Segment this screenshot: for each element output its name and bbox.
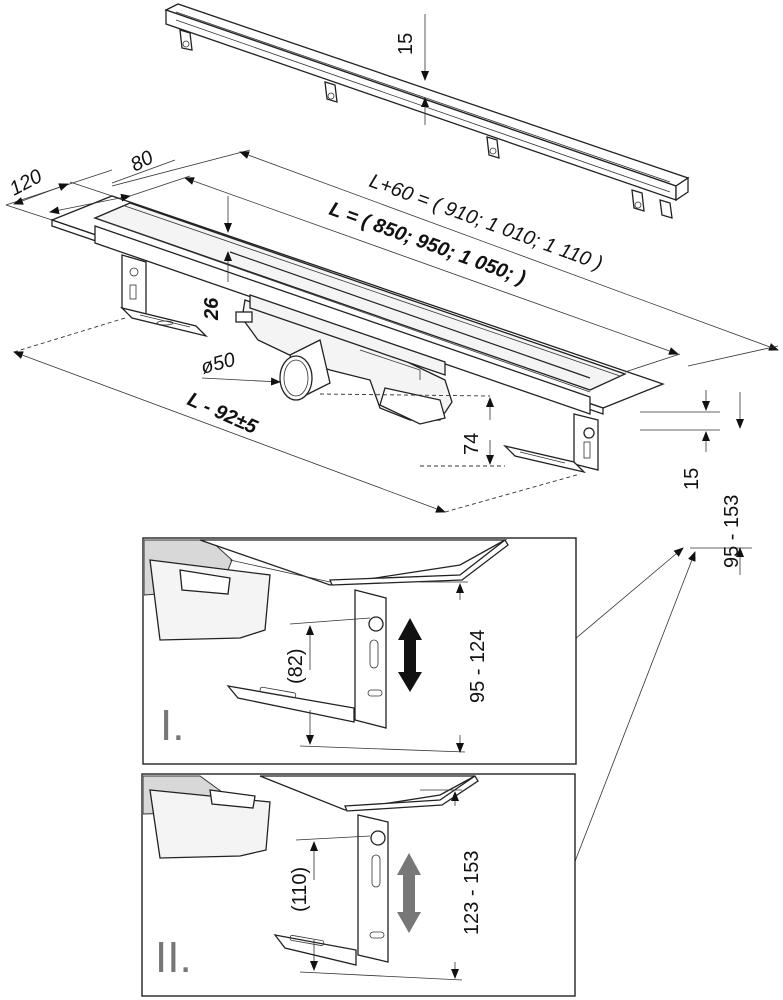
right-support-leg [502,413,599,474]
flange-height-label: 26 [201,297,223,321]
leg-span-label: L - 92±5 [184,388,261,439]
right-height-dimensions: 15 95 - 153 [640,390,752,575]
adjust-range-label: 95 - 153 [721,495,743,568]
leader-line-two [561,551,696,896]
detail-two-roman: II. [155,933,192,982]
detail-one-roman: I. [160,701,184,750]
flange-height-dimension: 26 [201,196,232,321]
outlet-diameter-dimension: ø50 [199,349,281,386]
detail-two: (110) 123 - 153 II. [141,773,576,997]
grate-height-label: 15 [395,33,417,55]
leader-line-one [561,547,684,651]
outlet-height-label: 74 [461,433,483,455]
detail-one: (82) 95 - 124 I. [142,537,577,765]
detail-two-inner-dim: (110) [289,867,311,912]
frame-height-label: 15 [681,468,703,490]
detail-one-inner-dim: (82) [285,648,307,684]
grate-height-dimension: 15 [395,14,429,125]
detail-one-range: 95 - 124 [467,630,489,703]
width-outer-label: 120 [6,165,46,200]
outlet-height-dimension: 74 [319,393,505,467]
grate [164,3,690,219]
width-inner-label: 80 [127,147,157,177]
detail-two-range: 123 - 153 [461,850,483,935]
outlet-diameter-label: ø50 [199,349,238,379]
